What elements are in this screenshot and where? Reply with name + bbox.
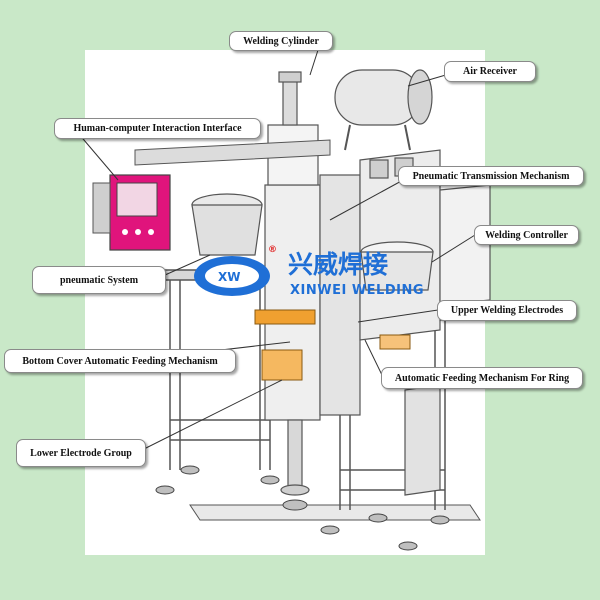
callout-pneumatic-transmission: Pneumatic Transmission Mechanism xyxy=(398,166,584,186)
logo-registered-mark: ® xyxy=(268,245,277,255)
right-bowl-feeder xyxy=(360,241,434,291)
callout-ring-feeding: Automatic Feeding Mechanism For Ring xyxy=(381,367,583,389)
svg-text:XW: XW xyxy=(218,270,241,284)
callout-pneumatic-system: pneumatic System xyxy=(32,266,166,294)
electrode-highlights xyxy=(254,309,411,381)
callout-welding-cylinder: Welding Cylinder xyxy=(229,31,333,51)
callout-welding-controller: Welding Controller xyxy=(474,225,579,245)
lower-electrode-column xyxy=(280,419,310,496)
logo-chinese-name: 兴威焊接 xyxy=(288,250,388,279)
left-bowl-feeder xyxy=(191,193,263,256)
base-plate xyxy=(189,504,481,521)
air-receiver-tank xyxy=(334,69,433,151)
callout-air-receiver: Air Receiver xyxy=(444,61,536,82)
callout-hmi: Human-computer Interaction Interface xyxy=(54,118,261,139)
callout-upper-electrodes: Upper Welding Electrodes xyxy=(437,300,577,321)
logo-english-name: XINWEI WELDING xyxy=(290,283,424,298)
leveling-feet xyxy=(155,465,450,551)
callout-bottom-cover-feeding: Bottom Cover Automatic Feeding Mechanism xyxy=(4,349,236,373)
company-logo: XW 兴威焊接 XINWEI WELDING ® xyxy=(194,245,424,298)
welding-controller-cabinet xyxy=(404,184,491,496)
callout-lower-electrode: Lower Electrode Group xyxy=(16,439,146,467)
hmi-assembly xyxy=(92,139,331,251)
